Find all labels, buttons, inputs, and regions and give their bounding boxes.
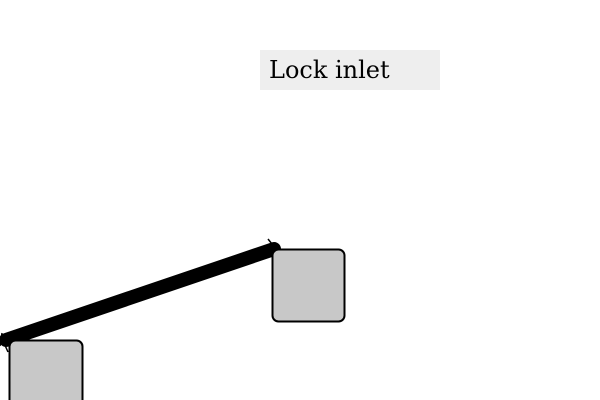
block-left xyxy=(8,339,84,400)
lock-inlet-label-box: Lock inlet xyxy=(260,50,440,90)
connector-end-marker-left xyxy=(0,332,9,353)
block-right xyxy=(271,248,346,323)
lock-inlet-label: Lock inlet xyxy=(269,56,390,84)
connector-link xyxy=(0,242,281,347)
connector-end-marker-right xyxy=(267,238,273,245)
